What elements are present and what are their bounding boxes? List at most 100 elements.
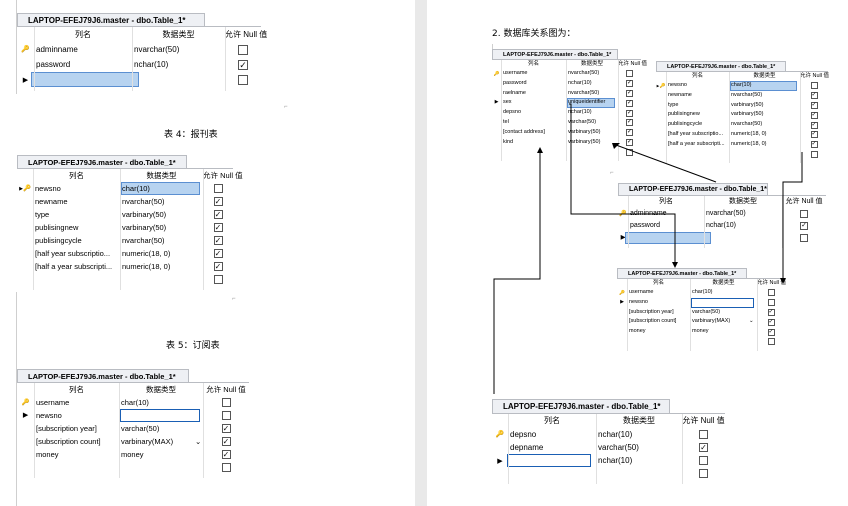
allow-null-checkbox[interactable] [767, 338, 775, 346]
designer-tab[interactable]: LAPTOP-EFEJ79J6.master - dbo.Table_1* × [492, 399, 670, 413]
data-type-cell[interactable] [691, 297, 754, 308]
column-row[interactable]: ▶ [618, 232, 826, 244]
allow-null-checkbox[interactable] [626, 129, 633, 137]
data-type-cell[interactable]: varbinary(50) [568, 138, 601, 145]
allow-null-checkbox[interactable] [213, 249, 223, 258]
designer-tab[interactable]: LAPTOP-EFEJ79J6.master - dbo.Table_1* × [618, 183, 768, 195]
data-type-cell[interactable]: nchar(10) [598, 430, 633, 439]
allow-null-checkbox[interactable] [699, 456, 708, 465]
data-type-cell[interactable]: varbinary(MAX) [692, 318, 731, 325]
allow-null-checkbox[interactable] [213, 184, 223, 193]
allow-null-checkbox[interactable] [767, 299, 775, 307]
designer-tab[interactable]: LAPTOP-EFEJ79J6.master - dbo.Table_1* × [17, 13, 205, 26]
allow-null-checkbox[interactable] [626, 99, 633, 107]
current-row-arrow-icon[interactable]: ▶ [22, 75, 29, 84]
data-type-cell[interactable]: nvarchar(50) [122, 197, 165, 206]
data-type-cell[interactable] [120, 409, 200, 422]
data-type-cell[interactable]: nvarchar(50) [134, 45, 180, 54]
data-type-cell[interactable]: numeric(18, 0) [122, 262, 171, 271]
data-type-cell[interactable]: char(10) [121, 398, 149, 407]
column-row[interactable]: ▶newsno⌄ [17, 409, 249, 446]
primary-key-icon[interactable]: 🔑 [493, 71, 500, 76]
primary-key-icon[interactable]: 🔑 [495, 431, 505, 438]
type-dropdown-chevron-icon[interactable]: ⌄ [749, 317, 754, 324]
data-type-cell[interactable]: numeric(18, 0) [731, 131, 767, 137]
allow-null-checkbox[interactable] [238, 59, 248, 70]
allow-null-checkbox[interactable] [221, 411, 231, 420]
allow-null-checkbox[interactable] [810, 111, 818, 119]
column-name-cell[interactable] [31, 72, 139, 87]
allow-null-checkbox[interactable] [699, 443, 708, 452]
data-type-cell[interactable]: uniqueidentifier [567, 98, 615, 109]
designer-tab[interactable]: LAPTOP-EFEJ79J6.master - dbo.Table_1* × [492, 49, 618, 59]
column-row[interactable] [656, 150, 828, 160]
data-type-cell[interactable]: nvarchar(50) [706, 210, 746, 217]
column-row[interactable]: [half year subscriptio...numeric(18, 0) [17, 247, 233, 260]
column-name-cell[interactable] [625, 232, 711, 244]
column-row[interactable] [17, 461, 249, 474]
column-row[interactable]: [subscription count]varbinary(MAX) [17, 435, 249, 448]
current-row-arrow-icon[interactable]: ▶ [620, 299, 624, 305]
allow-null-checkbox[interactable] [626, 70, 633, 78]
allow-null-checkbox[interactable] [238, 74, 248, 85]
data-type-cell[interactable]: char(10) [730, 81, 797, 91]
current-row-key-icon[interactable]: ▶🔑 [19, 185, 31, 192]
allow-null-checkbox[interactable] [767, 318, 775, 326]
data-type-cell[interactable]: varbinary(50) [731, 101, 764, 108]
data-type-cell[interactable]: varchar(50) [692, 308, 721, 315]
data-type-cell[interactable]: nvarchar(50) [122, 236, 165, 245]
data-type-cell[interactable]: varchar(50) [568, 119, 597, 125]
allow-null-checkbox[interactable] [213, 236, 223, 245]
column-row[interactable] [492, 147, 641, 157]
allow-null-checkbox[interactable] [810, 131, 818, 139]
allow-null-checkbox[interactable] [626, 80, 633, 88]
data-type-cell[interactable]: char(10) [692, 289, 713, 295]
data-type-cell[interactable]: numeric(18, 0) [731, 140, 767, 147]
allow-null-checkbox[interactable] [699, 430, 708, 439]
allow-null-checkbox[interactable] [810, 82, 818, 90]
designer-tab[interactable]: LAPTOP-EFEJ79J6.master - dbo.Table_1* × [17, 369, 189, 382]
allow-null-checkbox[interactable] [767, 289, 775, 297]
column-row[interactable] [492, 467, 725, 480]
current-row-arrow-icon[interactable]: ▶ [497, 456, 503, 465]
data-type-cell[interactable]: nchar(10) [598, 456, 633, 465]
data-type-cell[interactable]: varbinary(50) [122, 223, 167, 232]
data-type-cell[interactable]: money [121, 450, 144, 459]
allow-null-checkbox[interactable] [626, 109, 633, 117]
column-row[interactable]: [half year subscriptio...numeric(18, 0) [656, 130, 828, 140]
data-type-cell[interactable]: nchar(10) [134, 60, 169, 69]
column-row[interactable]: ▶ [17, 72, 261, 87]
column-row[interactable] [17, 273, 233, 286]
column-row[interactable]: [contact address]varbinary(50) [492, 128, 641, 138]
column-name-cell[interactable] [507, 454, 591, 467]
allow-null-checkbox[interactable] [810, 121, 818, 129]
data-type-cell[interactable]: nchar(10) [568, 79, 592, 86]
allow-null-checkbox[interactable] [767, 328, 775, 336]
column-row[interactable]: [subscription year]varchar(50) [617, 308, 785, 318]
allow-null-checkbox[interactable] [810, 150, 818, 158]
data-type-cell[interactable]: nvarchar(50) [731, 121, 763, 128]
allow-null-checkbox[interactable] [221, 450, 231, 459]
allow-null-checkbox[interactable] [626, 119, 633, 127]
primary-key-icon[interactable]: 🔑 [21, 46, 30, 53]
current-row-arrow-icon[interactable]: ▶ [494, 100, 499, 106]
allow-null-checkbox[interactable] [238, 44, 248, 55]
current-row-key-icon[interactable]: ▶🔑 [656, 83, 666, 88]
data-type-cell[interactable]: varbinary(50) [731, 111, 764, 118]
primary-key-icon[interactable]: 🔑 [21, 399, 30, 406]
